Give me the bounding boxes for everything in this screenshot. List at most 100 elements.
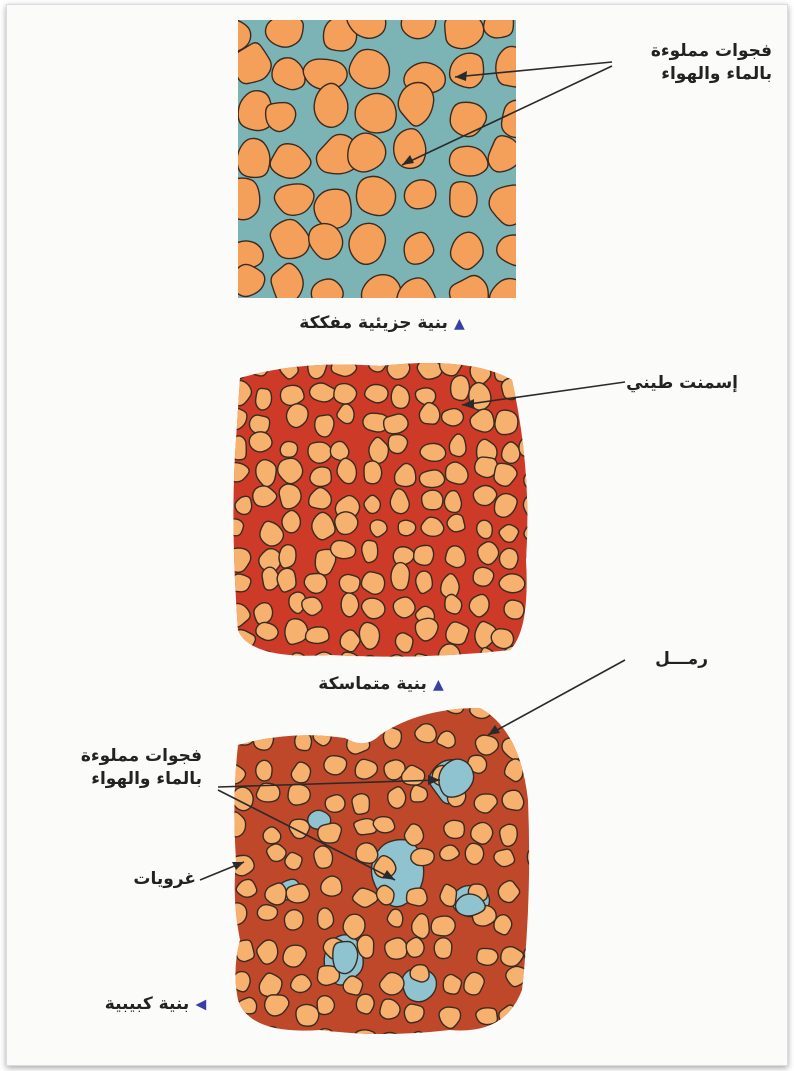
soil-particle <box>352 794 369 815</box>
soil-particle <box>388 435 407 454</box>
soil-particle <box>529 998 546 1016</box>
soil-particle <box>494 915 512 935</box>
sand-label-text: رمـــل <box>610 648 708 671</box>
soil-particle <box>279 484 301 509</box>
soil-particle <box>446 695 466 714</box>
soil-particle <box>387 359 410 379</box>
soil-particle <box>466 1037 488 1053</box>
soil-particle <box>447 514 465 532</box>
soil-particle <box>285 852 302 869</box>
soil-particle <box>222 519 243 536</box>
soil-particle <box>380 1032 401 1050</box>
soil-particle <box>451 375 470 400</box>
soil-particle <box>385 938 407 959</box>
soil-particle <box>524 303 563 345</box>
soil-particle <box>356 843 378 863</box>
soil-particle <box>315 415 334 437</box>
soil-particle <box>531 913 552 934</box>
soil-particle <box>284 910 303 930</box>
pores-label-bottom-line1: فجوات مملوءة <box>30 745 202 768</box>
soil-particle <box>444 491 461 513</box>
soil-particle <box>391 563 409 591</box>
soil-particle <box>524 523 549 541</box>
soil-particle <box>442 409 464 426</box>
soil-particle <box>431 916 455 936</box>
soil-particle <box>321 694 342 720</box>
soil-particle <box>355 93 396 133</box>
soil-particle <box>406 937 424 957</box>
loose-structure-caption: ▲بنية جزيئية مفككة <box>262 313 502 333</box>
pores-label-top-line2: بالماء والهواء <box>600 63 772 86</box>
soil-particle <box>318 908 334 929</box>
soil-particle <box>524 944 543 965</box>
caption-marker-icon: ▲ <box>433 677 444 693</box>
soil-particle <box>339 574 360 593</box>
soil-particle <box>225 178 260 220</box>
soil-particle <box>286 884 309 903</box>
soil-particle <box>347 732 370 754</box>
soil-particle <box>314 189 351 228</box>
soil-particle <box>280 441 297 457</box>
soil-particle <box>249 432 272 452</box>
soil-particle <box>470 698 493 719</box>
soil-particle <box>537 725 557 745</box>
soil-particle <box>310 467 331 486</box>
loose-structure-caption-text: بنية جزيئية مفككة <box>299 313 448 333</box>
soil-particle <box>539 883 557 903</box>
soil-particle <box>224 318 254 359</box>
soil-particle <box>256 388 272 410</box>
soil-particle <box>531 823 551 841</box>
soil-particle <box>499 574 525 593</box>
soil-particle <box>527 546 544 570</box>
soil-particle <box>282 510 300 532</box>
loose-structure-panel <box>215 3 581 359</box>
soil-particle <box>265 14 303 47</box>
soil-particle <box>412 654 431 676</box>
soil-particle <box>434 938 452 959</box>
soil-particle <box>237 726 255 745</box>
soil-particle <box>226 1022 243 1047</box>
compact-structure-caption: ▲ بنية متماسكة <box>286 674 476 694</box>
soil-particle <box>285 619 308 645</box>
soil-particle <box>288 784 310 805</box>
soil-particle <box>422 490 443 510</box>
soil-particle <box>331 357 356 377</box>
soil-particle <box>450 182 477 217</box>
soil-particle <box>228 436 246 460</box>
soil-particle <box>256 651 276 672</box>
soil-particle <box>279 545 296 568</box>
soil-particle <box>420 443 446 461</box>
soil-particle <box>444 820 465 838</box>
soil-particle <box>401 3 435 38</box>
soil-particle <box>318 823 342 843</box>
soil-particle <box>330 441 348 460</box>
soil-particle <box>475 735 498 755</box>
pores-label-top: فجوات مملوءة بالماء والهواء <box>600 40 772 86</box>
pores-label-bottom-line2: بالماء والهواء <box>30 768 202 791</box>
soil-particle <box>384 414 408 434</box>
compact-structure-caption-text: بنية متماسكة <box>318 674 427 694</box>
soil-particle <box>524 468 551 493</box>
granular-structure-caption: ▲بنية كبيبية <box>56 994 206 1014</box>
soil-particle <box>541 18 578 50</box>
pores-label-bottom: فجوات مملوءة بالماء والهواء <box>30 745 202 791</box>
soil-particle <box>248 353 269 376</box>
soil-particle <box>410 965 429 982</box>
soil-particle <box>237 138 270 177</box>
soil-particle <box>534 262 566 297</box>
soil-particle <box>523 88 566 127</box>
soil-particle <box>380 999 400 1019</box>
soil-particle <box>368 351 387 372</box>
soil-particle <box>311 279 343 307</box>
soil-particle <box>229 357 248 379</box>
soil-particle <box>256 760 272 781</box>
soil-particle <box>373 817 394 833</box>
soil-particle <box>494 357 515 382</box>
soil-particle <box>526 1038 544 1055</box>
soil-particle <box>416 571 433 593</box>
soil-particle <box>364 461 382 484</box>
soil-particle <box>527 847 550 868</box>
soil-particle <box>446 622 469 645</box>
colloids-label-text: غرويات <box>100 868 196 891</box>
soil-particle <box>504 600 524 619</box>
